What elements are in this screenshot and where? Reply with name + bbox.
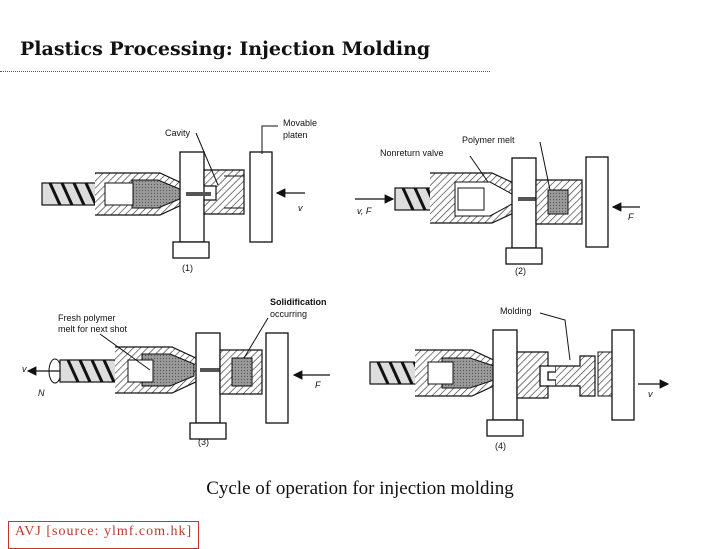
label-molding: Molding <box>500 306 532 316</box>
label-occurring: occurring <box>270 309 307 319</box>
label-f-3: F <box>315 380 321 390</box>
panel-number-2: (2) <box>515 266 526 276</box>
figure-caption: Cycle of operation for injection molding <box>206 478 514 499</box>
panel-number-1: (1) <box>182 263 193 273</box>
source-credit: AVJ [source: ylmf.com.hk] <box>8 521 200 549</box>
label-f-2: F <box>628 212 634 222</box>
label-v-1: v <box>298 203 303 213</box>
injection-molding-diagram: Cavity Movable platen v (1) Polymer melt… <box>22 118 670 451</box>
label-solidification: Solidification <box>270 297 327 307</box>
label-polymer-melt: Polymer melt <box>462 135 515 145</box>
panel-4: Molding v (4) <box>369 306 670 451</box>
title-divider <box>0 71 490 72</box>
label-n: N <box>38 388 45 398</box>
label-v-3: v <box>22 364 27 374</box>
label-melt-next-shot: melt for next shot <box>58 324 128 334</box>
label-nonreturn-valve: Nonreturn valve <box>380 148 444 158</box>
panel-1: Cavity Movable platen v (1) <box>41 118 317 273</box>
panel-3: Fresh polymer melt for next shot Solidif… <box>22 297 330 447</box>
label-cavity: Cavity <box>165 128 191 138</box>
panel-number-3: (3) <box>198 437 209 447</box>
panel-number-4: (4) <box>495 441 506 451</box>
slide-title: Plastics Processing: Injection Molding <box>20 38 431 60</box>
label-fresh-polymer: Fresh polymer <box>58 313 116 323</box>
label-movable: Movable <box>283 118 317 128</box>
label-v-f: v, F <box>357 206 372 216</box>
label-v-4: v <box>648 389 653 399</box>
panel-2: Polymer melt Nonreturn valve v, F F (2) <box>355 135 640 276</box>
label-platen: platen <box>283 130 308 140</box>
